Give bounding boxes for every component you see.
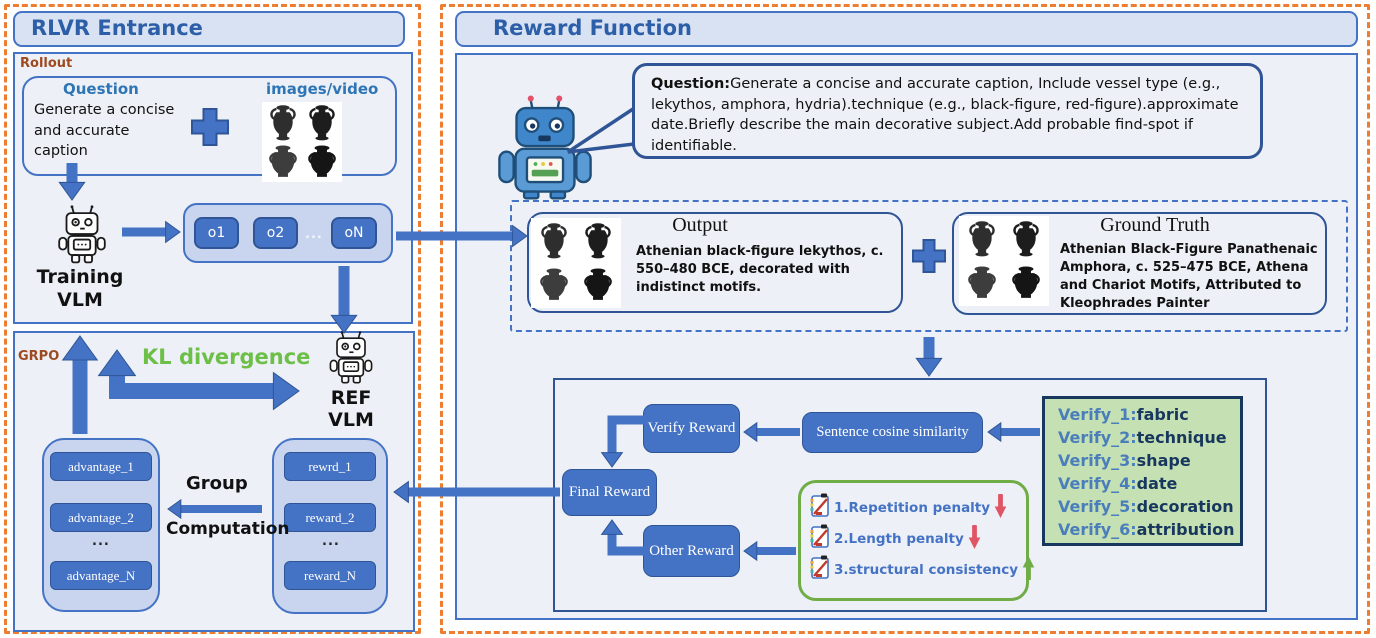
consistency-up-arrow-icon [1022,555,1035,585]
reward-function-panel [440,4,1370,634]
advantage-chip-N: advantage_N [50,561,152,590]
penalty-item: 2.Length penalty [810,523,1026,554]
question-input-box [22,76,397,176]
verify-item: Verify_4:date [1058,474,1178,493]
rewards-ellipsis: ... [322,534,340,549]
penalty-box: 1.Repetition penalty 2.Length penalty 3.… [798,480,1035,601]
grpo-label: GRPO [18,349,60,364]
output-chip-o1: o1 [194,217,239,249]
output-vase-images [531,218,621,308]
rollout-label: Rollout [20,56,73,71]
ground-truth-title: Ground Truth [1100,214,1210,236]
vase-image [304,104,340,142]
final-reward-node: Final Reward [562,469,657,516]
right-panel-header: Reward Function [455,11,1358,47]
question-bubble-label: Question: [651,76,731,92]
vase-image [580,222,616,260]
penalty-item: 3.structural consistency [810,554,1035,585]
verify-item: Verify_1:fabric [1058,405,1189,424]
sentence-cosine-node: Sentence cosine similarity [802,412,983,453]
ground-truth-caption: Athenian Black-Figure Panathenaic Amphor… [1060,242,1318,311]
question-text: Generate a concise and accurate caption [34,102,175,160]
verify-item: Verify_2:technique [1058,428,1227,447]
advantage-chip-2: advantage_2 [50,503,152,532]
vase-image [964,220,1000,258]
verify-item: Verify_6:attribution [1058,520,1235,539]
ref-vlm-label: REF VLM [328,387,374,431]
vase-image [580,266,616,304]
output-chip-o2: o2 [253,217,298,249]
left-panel-title: RLVR Entrance [31,16,203,40]
other-reward-node: Other Reward [643,525,740,577]
vase-image [1008,264,1044,302]
kl-divergence-label: KL divergence [142,345,311,369]
output-caption: Athenian black-figure lekythos, c. 550–4… [636,244,884,295]
verify-item: Verify_5:decoration [1058,497,1234,516]
vase-image [265,143,301,181]
input-vase-images [262,102,342,182]
left-panel-header: RLVR Entrance [13,11,405,47]
clipboard-icon [810,493,830,522]
vase-image [304,143,340,181]
reward-chip-1: rewrd_1 [284,452,376,481]
vase-image [964,264,1000,302]
penalty-item: 1.Repetition penalty [810,492,1026,523]
right-panel-title: Reward Function [493,16,692,40]
verify-item: Verify_3:shape [1058,451,1191,470]
clipboard-icon [810,555,830,584]
reward-chip-N: reward_N [284,561,376,590]
advantage-chip-1: advantage_1 [50,452,152,481]
reward-chip-2: reward_2 [284,503,376,532]
penalty-down-arrow-icon [994,493,1007,523]
ref-vlm-robot-icon [329,331,373,384]
images-video-label: images/video [266,80,379,98]
computation-label: Computation [166,519,290,539]
question-speech-bubble: Question:Generate a concise and accurate… [632,63,1263,159]
vase-image [536,266,572,304]
group-label: Group [186,473,248,494]
verify-list-box: Verify_1:fabric Verify_2:technique Verif… [1042,396,1243,546]
output-title: Output [672,214,728,236]
comparison-dashed-box [510,200,1348,332]
training-vlm-label: Training VLM [36,266,124,311]
training-vlm-robot-icon [58,205,106,264]
clipboard-icon [810,524,830,553]
advantages-ellipsis: ... [92,534,110,549]
ground-truth-vase-images [959,216,1049,306]
question-robot-icon [498,95,592,200]
output-chip-oN: oN [331,217,377,249]
vase-image [1008,220,1044,258]
verify-reward-node: Verify Reward [643,404,740,453]
vase-image [536,222,572,260]
vase-image [265,104,301,142]
rlvr-entrance-panel [4,4,421,634]
question-title: Question [63,80,139,98]
outputs-ellipsis: ... [305,227,323,242]
penalty-down-arrow-icon [968,524,981,554]
question-bubble-text: Generate a concise and accurate caption,… [651,76,1239,154]
